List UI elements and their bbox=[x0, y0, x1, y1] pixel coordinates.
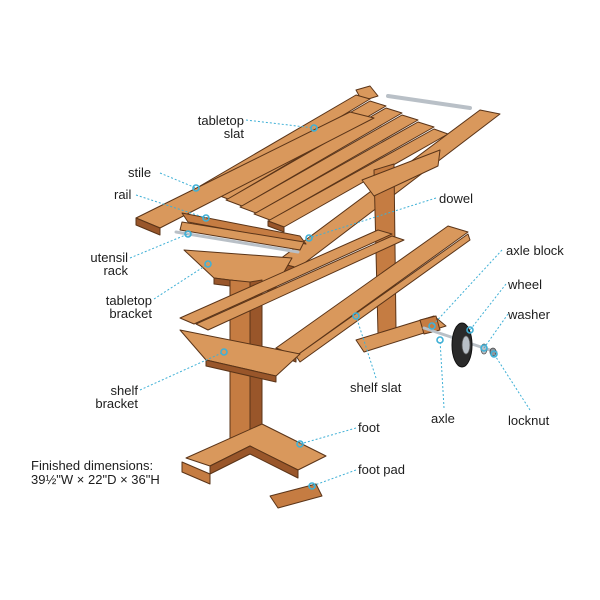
shelf-bracket-edge bbox=[205, 359, 277, 383]
leader-axle-block bbox=[431, 249, 503, 327]
label-line: tabletop bbox=[197, 113, 244, 128]
marker-locknut bbox=[490, 350, 498, 358]
marker-foot bbox=[296, 440, 304, 448]
leader-foot bbox=[299, 427, 357, 445]
leader-shelf-bracket bbox=[139, 351, 225, 391]
marker-shelf-bracket bbox=[220, 348, 228, 356]
marker-tabletop-bracket bbox=[204, 260, 212, 268]
label-line: rack bbox=[103, 263, 128, 278]
dimensions-heading: Finished dimensions: bbox=[31, 458, 154, 473]
marker-shelf-slat bbox=[352, 312, 360, 320]
rail-board bbox=[179, 221, 305, 251]
marker-axle-block bbox=[428, 322, 436, 330]
base-assembly bbox=[179, 149, 498, 509]
marker-stile bbox=[192, 184, 200, 192]
marker-axle bbox=[436, 336, 444, 344]
stile-edge bbox=[135, 217, 161, 236]
wheel-hub bbox=[461, 335, 471, 355]
rail bbox=[181, 212, 307, 245]
marker-foot-pad bbox=[308, 482, 316, 490]
leader-locknut bbox=[493, 353, 531, 411]
foot bbox=[185, 423, 327, 471]
label-foot-pad: foot pad bbox=[358, 462, 405, 477]
leader-tabletop-bracket bbox=[153, 263, 209, 300]
label-line: tabletop bbox=[105, 293, 152, 308]
finished-dimensions: Finished dimensions: 39½"W × 22"D × 36"H bbox=[31, 459, 160, 487]
leader-shelf-slat bbox=[355, 315, 377, 379]
label-line: shelf bbox=[110, 383, 138, 398]
shelf-slat bbox=[295, 233, 471, 363]
leader-washer bbox=[483, 313, 509, 349]
dowel-top bbox=[386, 94, 472, 110]
label-tabletop-bracket: tabletop bracket bbox=[66, 294, 152, 320]
label-stile: stile bbox=[128, 165, 152, 180]
dimensions-value: 39½"W × 22"D × 36"H bbox=[31, 472, 160, 487]
marker-dowel bbox=[305, 234, 313, 242]
label-wheel: wheel bbox=[508, 277, 542, 292]
utensil-rack-rod bbox=[174, 230, 300, 254]
label-line: utensil bbox=[90, 250, 128, 265]
label-locknut: locknut bbox=[508, 413, 550, 428]
foot-pad bbox=[269, 483, 323, 509]
marker-rail bbox=[202, 214, 210, 222]
label-shelf-slat: shelf slat bbox=[350, 380, 402, 395]
marker-utensil-rack bbox=[184, 230, 192, 238]
label-line: bracket bbox=[109, 306, 152, 321]
label-line: bracket bbox=[95, 396, 138, 411]
marker-tabletop-slat bbox=[310, 124, 318, 132]
label-axle-block: axle block bbox=[506, 243, 564, 258]
shelf-slat-left bbox=[195, 235, 405, 331]
marker-wheel bbox=[466, 326, 474, 334]
back-tabletop-bracket bbox=[361, 149, 441, 197]
leader-foot-pad bbox=[311, 469, 357, 487]
leader-wheel bbox=[469, 283, 507, 331]
foot-pad bbox=[181, 461, 211, 485]
label-axle: axle bbox=[431, 411, 455, 426]
leader-tabletop-slat bbox=[245, 119, 315, 129]
label-tabletop-slat: tabletop slat bbox=[170, 114, 244, 140]
marker-washer bbox=[480, 344, 488, 352]
label-utensil-rack: utensil rack bbox=[68, 251, 128, 277]
shelf-slat-left bbox=[179, 229, 393, 325]
label-rail: rail bbox=[114, 187, 132, 202]
leader-axle bbox=[439, 339, 445, 409]
label-line: slat bbox=[223, 126, 244, 141]
label-dowel: dowel bbox=[439, 191, 473, 206]
tabletop-slat bbox=[253, 121, 435, 221]
tabletop-slat bbox=[239, 114, 419, 214]
label-foot: foot bbox=[358, 420, 380, 435]
leader-rail bbox=[135, 194, 207, 219]
leader-stile bbox=[159, 172, 197, 189]
label-shelf-bracket: shelf bracket bbox=[66, 384, 138, 410]
leader-lines bbox=[129, 119, 531, 490]
leader-utensil-rack bbox=[129, 233, 189, 259]
slat-edge bbox=[267, 220, 285, 233]
label-washer: washer bbox=[508, 307, 550, 322]
